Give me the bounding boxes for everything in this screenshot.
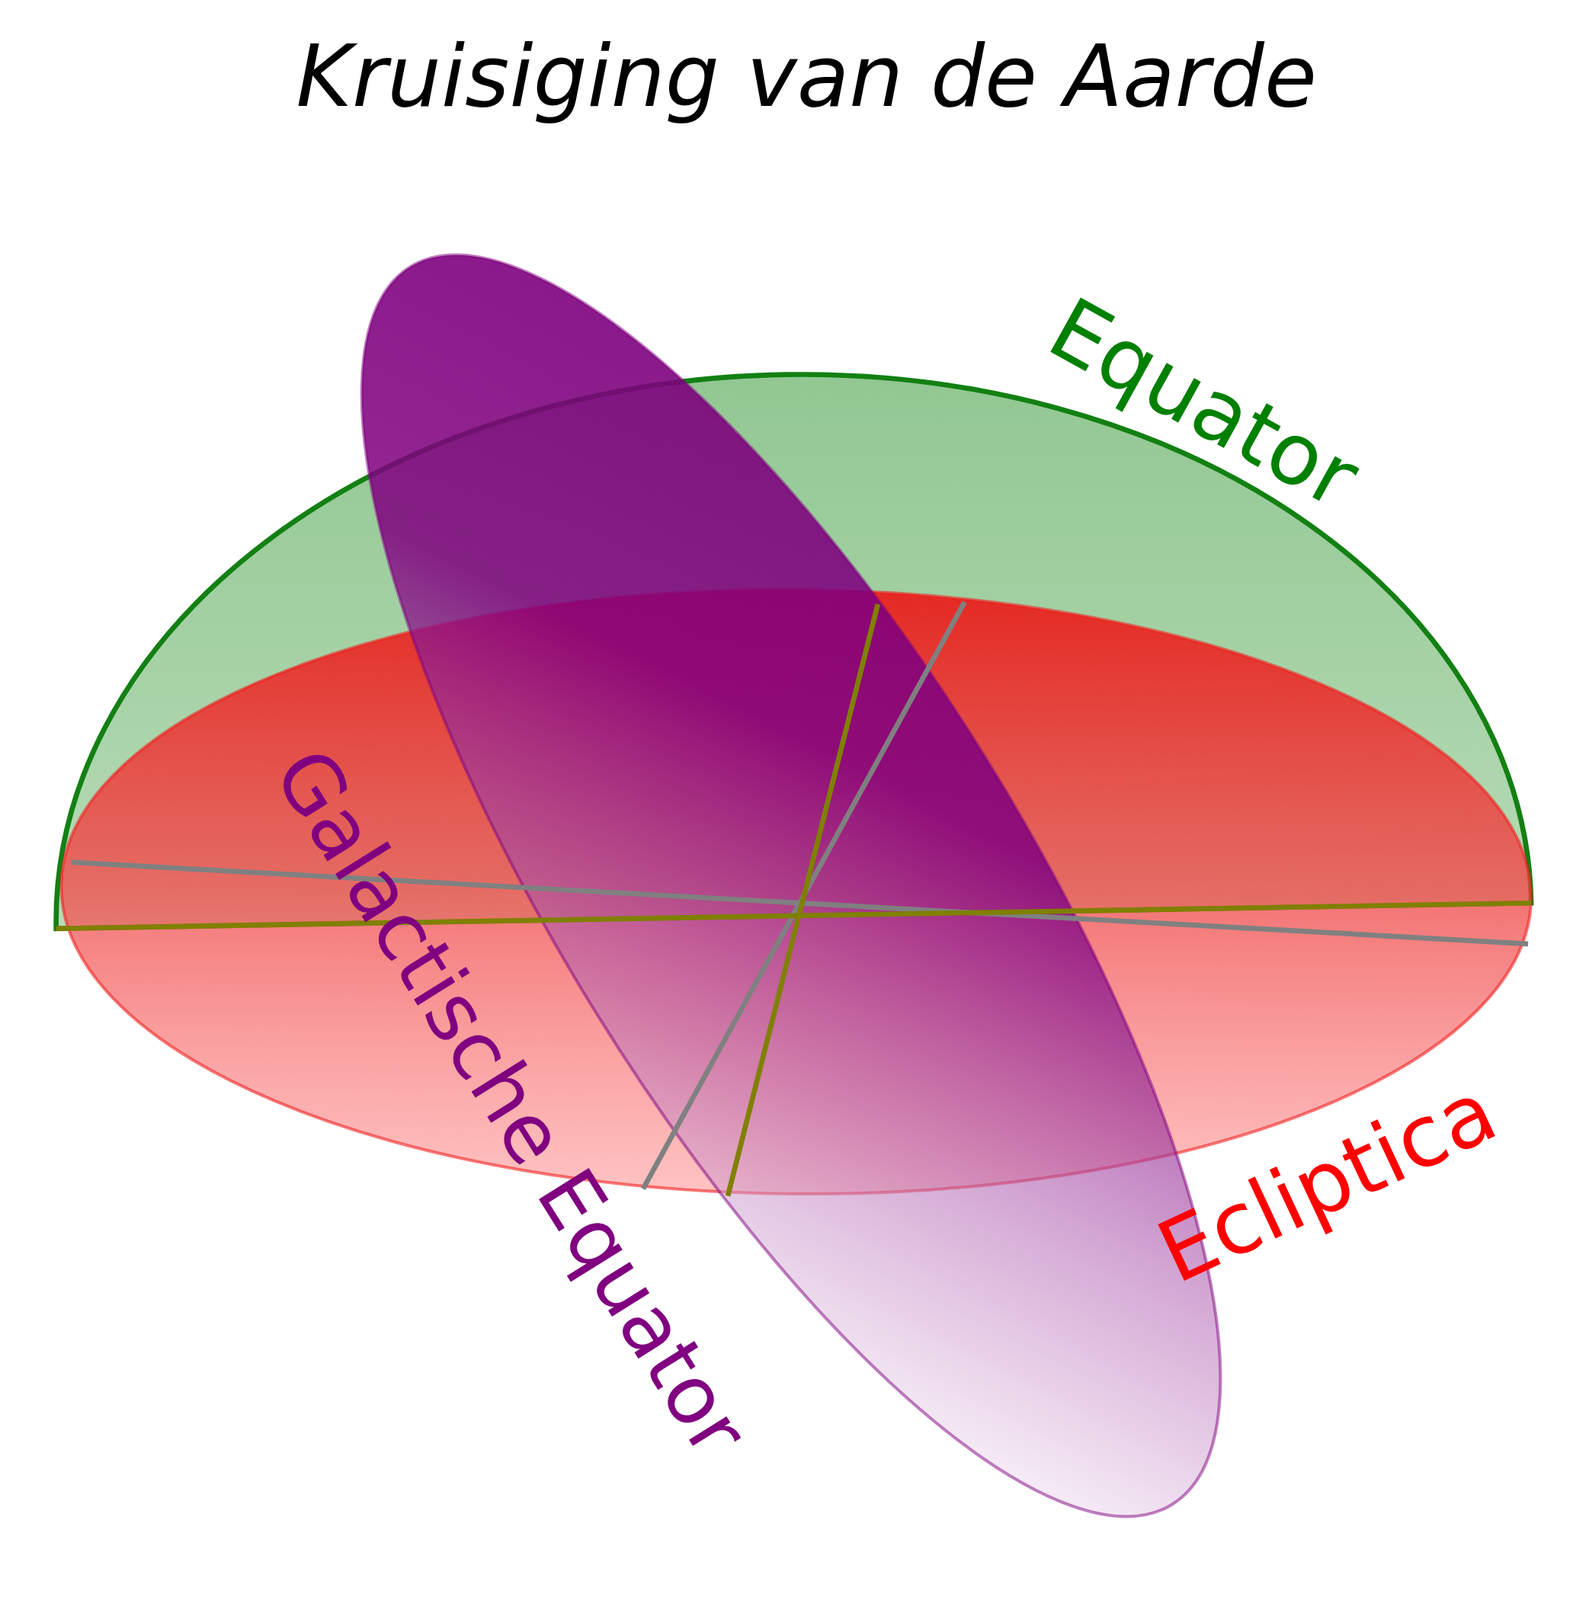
diagram-title: Kruisiging van de Aarde	[295, 33, 1317, 119]
axis-line	[56, 903, 1532, 929]
axis-line	[727, 604, 878, 1197]
